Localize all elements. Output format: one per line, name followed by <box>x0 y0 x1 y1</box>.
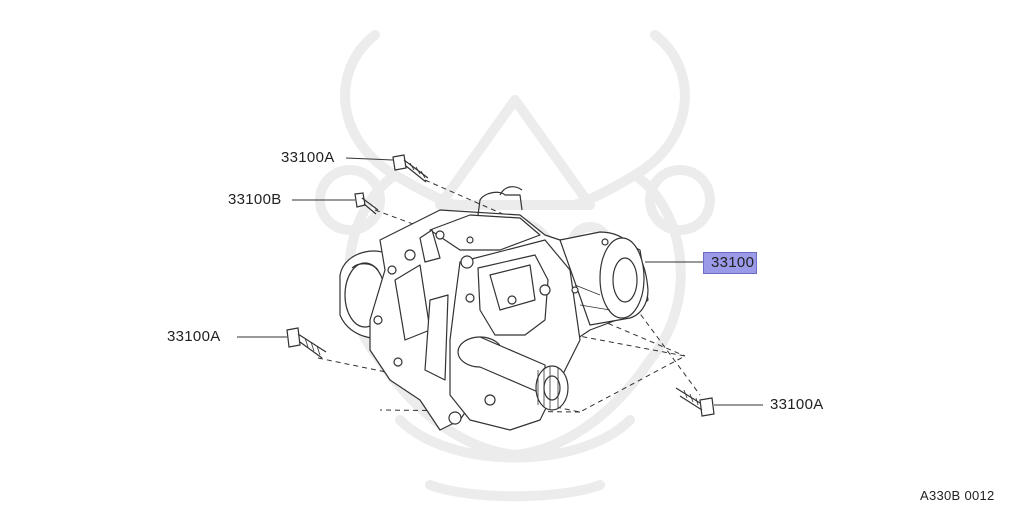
callout-33100a-left[interactable]: 33100A <box>167 328 221 345</box>
leader-lines <box>237 157 763 406</box>
callout-33100a-top[interactable]: 33100A <box>281 149 335 166</box>
callout-33100-main[interactable]: 33100 <box>711 254 755 271</box>
figure-code: A330B 0012 <box>920 488 995 503</box>
bolt-icon <box>286 154 715 417</box>
callout-33100b[interactable]: 33100B <box>228 191 282 208</box>
callout-highlight <box>703 252 757 274</box>
callout-33100a-right[interactable]: 33100A <box>770 396 824 413</box>
transfer-case-assembly-icon <box>339 186 649 431</box>
